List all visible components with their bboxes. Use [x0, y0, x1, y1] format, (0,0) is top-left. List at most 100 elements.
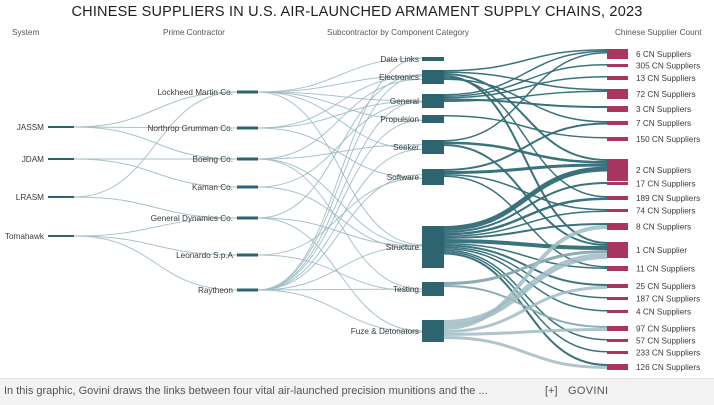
prime-node-leonardo-s-p-a	[237, 253, 258, 257]
supplier-label-2-cn-suppliers-7: 2 CN Suppliers	[636, 166, 691, 175]
prime-label-leonardo-s-p-a: Leonardo S.p.A	[176, 251, 233, 260]
supplier-label-6-cn-suppliers-0: 6 CN Suppliers	[636, 50, 691, 59]
category-node-structure	[422, 226, 444, 268]
supplier-node-3-cn-suppliers-4	[607, 106, 628, 112]
supplier-node-8-cn-suppliers-11	[607, 223, 628, 230]
supplier-node-126-cn-suppliers-20	[607, 364, 628, 370]
link-testing-to-1-cn-supplier	[443, 250, 608, 285]
supplier-label-1-cn-supplier-12: 1 CN Supplier	[636, 246, 687, 255]
category-node-fuze-detonators	[422, 320, 444, 342]
supplier-label-126-cn-suppliers-20: 126 CN Suppliers	[636, 363, 700, 372]
link-fuze-detonators-to-8-cn-suppliers	[443, 225, 608, 330]
caption-text: In this graphic, Govini draws the links …	[4, 385, 488, 397]
system-node-jassm	[48, 126, 74, 128]
system-node-jdam	[48, 158, 74, 160]
link-propulsion-to-150-cn-suppliers	[443, 115, 608, 139]
link-structure-to-25-cn-suppliers	[443, 244, 608, 286]
link-jdam-to-kaman-co	[73, 158, 238, 188]
supplier-node-13-cn-suppliers-2	[607, 76, 628, 80]
category-label-general: General	[390, 97, 419, 106]
link-electronics-to-189-cn-suppliers	[443, 77, 608, 198]
link-raytheon-to-general	[257, 100, 423, 291]
prime-label-general-dynamics-co: General Dynamics Co.	[151, 214, 233, 223]
link-northrop-grumman-co-to-general	[257, 100, 423, 129]
category-node-data-links	[422, 57, 444, 61]
link-fuze-detonators-to-97-cn-suppliers	[443, 328, 608, 336]
supplier-label-57-cn-suppliers-18: 57 CN Suppliers	[636, 337, 696, 346]
supplier-label-74-cn-suppliers-10: 74 CN Suppliers	[636, 207, 696, 216]
system-label-jassm: JASSM	[17, 123, 44, 132]
link-general-to-13-cn-suppliers	[443, 76, 608, 99]
category-node-propulsion	[422, 115, 444, 123]
supplier-label-4-cn-suppliers-16: 4 CN Suppliers	[636, 308, 691, 317]
supplier-node-97-cn-suppliers-17	[607, 326, 628, 331]
link-lrasm-to-lockheed-martin-co	[73, 91, 238, 198]
link-tomahawk-to-raytheon	[73, 235, 238, 291]
system-label-tomahawk: Tomahawk	[5, 232, 45, 241]
supplier-label-13-cn-suppliers-2: 13 CN Suppliers	[636, 74, 696, 83]
link-lockheed-martin-co-to-data-links	[257, 57, 423, 93]
link-boeing-co-to-testing	[257, 158, 423, 290]
link-general-dynamics-co-to-electronics	[257, 74, 423, 219]
supplier-label-150-cn-suppliers-6: 150 CN Suppliers	[636, 135, 700, 144]
supplier-label-8-cn-suppliers-11: 8 CN Suppliers	[636, 223, 691, 232]
link-structure-to-74-cn-suppliers	[443, 210, 608, 237]
link-structure-to-11-cn-suppliers	[443, 243, 608, 269]
supplier-node-11-cn-suppliers-13	[607, 266, 628, 271]
system-node-tomahawk	[48, 235, 74, 237]
expand-caption-button[interactable]: [+]	[545, 385, 558, 397]
link-structure-to-187-cn-suppliers	[443, 246, 608, 299]
link-electronics-to-7-cn-suppliers	[443, 78, 608, 123]
category-node-software	[422, 169, 444, 185]
supplier-label-25-cn-suppliers-14: 25 CN Suppliers	[636, 282, 696, 291]
prime-node-raytheon	[237, 288, 258, 292]
chart-title: CHINESE SUPPLIERS IN U.S. AIR-LAUNCHED A…	[71, 4, 643, 20]
supplier-node-305-cn-suppliers-1	[607, 64, 628, 67]
prime-node-boeing-co	[237, 157, 258, 161]
link-tomahawk-to-general-dynamics-co	[73, 217, 238, 237]
link-electronics-to-2-cn-suppliers	[443, 73, 608, 161]
link-tomahawk-to-leonardo-s-p-a	[73, 235, 238, 256]
category-label-data-links: Data Links	[380, 55, 419, 64]
category-node-electronics	[422, 70, 444, 84]
system-node-lrasm	[48, 196, 74, 198]
link-jassm-to-lockheed-martin-co	[73, 91, 238, 128]
supplier-label-305-cn-suppliers-1: 305 CN Suppliers	[636, 62, 700, 71]
prime-label-lockheed-martin-co: Lockheed Martin Co.	[157, 88, 233, 97]
link-raytheon-to-testing	[257, 288, 423, 291]
supplier-node-189-cn-suppliers-9	[607, 196, 628, 200]
link-general-to-6-cn-suppliers	[443, 50, 608, 96]
link-raytheon-to-structure	[257, 245, 423, 291]
supplier-node-1-cn-supplier-12	[607, 242, 628, 258]
link-seeker-to-2-cn-suppliers	[443, 141, 608, 164]
prime-node-northrop-grumman-co	[237, 126, 258, 130]
link-seeker-to-6-cn-suppliers	[443, 52, 608, 142]
link-general-dynamics-co-to-fuze-detonators	[257, 217, 423, 332]
supplier-label-3-cn-suppliers-4: 3 CN Suppliers	[636, 105, 691, 114]
prime-node-lockheed-martin-co	[237, 90, 258, 94]
link-structure-to-233-cn-suppliers	[443, 251, 608, 353]
supplier-node-187-cn-suppliers-15	[607, 297, 628, 300]
prime-label-raytheon: Raytheon	[198, 286, 233, 295]
link-lockheed-martin-co-to-electronics	[257, 75, 423, 93]
supplier-label-7-cn-suppliers-5: 7 CN Suppliers	[636, 119, 691, 128]
link-structure-to-189-cn-suppliers	[443, 197, 608, 236]
prime-label-boeing-co: Boeing Co.	[192, 155, 233, 164]
link-fuze-detonators-to-1-cn-supplier	[443, 253, 608, 326]
prime-node-kaman-co	[237, 185, 258, 189]
link-general-to-305-cn-suppliers	[443, 64, 608, 97]
link-software-to-2-cn-suppliers	[443, 163, 608, 174]
source-brand: GOVINI	[568, 385, 609, 397]
column-header-chinese-supplier-count: Chinese Supplier Count	[615, 28, 702, 37]
link-raytheon-to-propulsion	[257, 119, 423, 291]
prime-label-northrop-grumman-co: Northrop Grumman Co.	[147, 124, 233, 133]
link-jassm-to-northrop-grumman-co	[73, 126, 238, 129]
category-label-seeker: Seeker	[393, 143, 419, 152]
supplier-node-57-cn-suppliers-18	[607, 339, 628, 342]
supplier-node-17-cn-suppliers-8	[607, 182, 628, 185]
category-node-seeker	[422, 140, 444, 154]
link-general-to-3-cn-suppliers	[443, 98, 608, 108]
link-software-to-7-cn-suppliers	[443, 122, 608, 171]
link-fuze-detonators-to-25-cn-suppliers	[443, 286, 608, 333]
